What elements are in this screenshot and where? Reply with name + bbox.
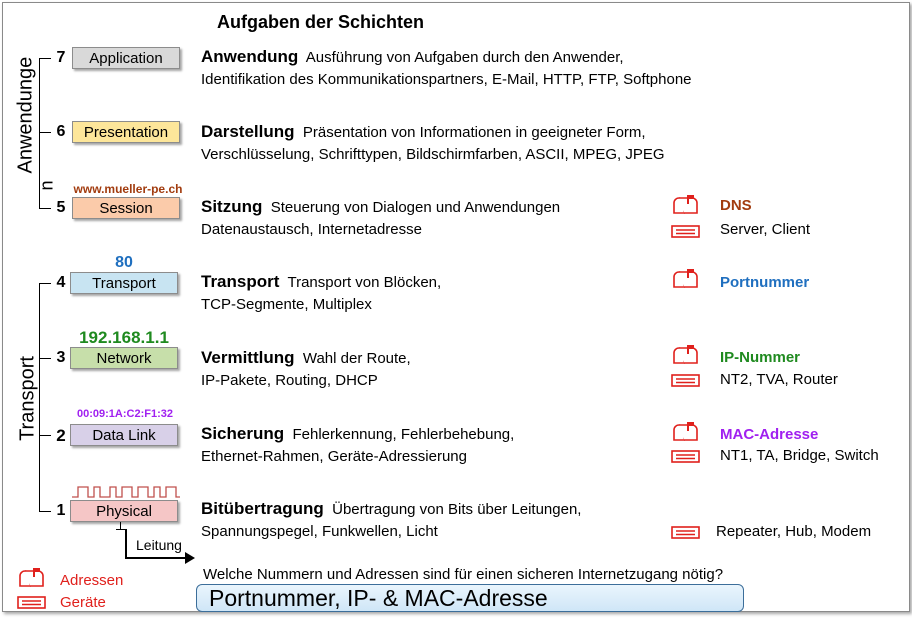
layer-2-desc-line1: Sicherung Fehlerkennung, Fehlerbehebung, <box>201 424 514 444</box>
right-devices-phys: Repeater, Hub, Modem <box>716 523 872 540</box>
diagram-title: Aufgaben der Schichten <box>217 12 425 32</box>
address-datalink: 00:09:1A:C2:F1:32 <box>77 408 173 420</box>
layer-6-desc2: Verschlüsselung, Schrifttypen, Bildschir… <box>201 146 665 163</box>
layer-box-transport: Transport <box>70 272 178 294</box>
layer-7-heading: Anwendung <box>201 47 299 66</box>
layer-6-desc-line1: Darstellung Präsentation von Information… <box>201 122 646 142</box>
question-text: Welche Nummern und Adressen sind für ein… <box>203 566 724 583</box>
bracket-top-tick-6 <box>39 132 51 133</box>
group-label-anwendung: Anwendunge <box>14 56 37 174</box>
bracket-bottom-tick-2 <box>39 435 51 436</box>
device-icon <box>671 225 700 238</box>
mailbox-icon <box>673 422 698 441</box>
layer-7-desc1: Ausführung von Aufgaben durch den Anwend… <box>305 49 624 66</box>
answer-box: Portnummer, IP- & MAC-Adresse <box>196 584 744 612</box>
right-label-dns: DNS <box>720 197 752 214</box>
bracket-bottom-tick-4 <box>39 283 51 284</box>
right-label-ip: IP-Nummer <box>720 349 801 366</box>
layer-2-heading: Sicherung <box>201 424 285 443</box>
signal-wave-icon <box>72 486 180 498</box>
layer-7-desc-line1: Anwendung Ausführung von Aufgaben durch … <box>201 47 624 67</box>
leitung-label: Leitung <box>136 537 182 553</box>
leitung-stub <box>120 522 121 529</box>
address-network: 192.168.1.1 <box>79 328 169 347</box>
bracket-bottom-vertical <box>39 283 40 512</box>
layer-number-5: 5 <box>56 199 66 216</box>
layer-number-1: 1 <box>56 502 66 519</box>
layer-3-heading: Vermittlung <box>201 348 295 367</box>
layer-2-desc1: Fehlerkennung, Fehlerbehebung, <box>292 426 515 443</box>
mailbox-icon <box>673 345 698 364</box>
layer-6-desc1: Präsentation von Informationen in geeign… <box>302 124 646 141</box>
legend-device-icon <box>17 596 46 609</box>
right-label-mac: MAC-Adresse <box>720 426 819 443</box>
bracket-top-tick-5 <box>39 208 51 209</box>
layer-box-application: Application <box>72 47 180 69</box>
layer-1-desc1: Übertragung von Bits über Leitungen, <box>332 501 582 518</box>
layer-1-heading: Bitübertragung <box>201 499 324 518</box>
bracket-bottom-tick-3 <box>39 358 51 359</box>
layer-box-physical: Physical <box>70 500 178 522</box>
layer-4-desc1: Transport von Blöcken, <box>287 274 442 291</box>
layer-box-datalink: Data Link <box>70 424 178 446</box>
layer-6-heading: Darstellung <box>201 122 295 141</box>
layer-7-desc2: Identifikation des Kommunikationspartner… <box>201 71 692 88</box>
mailbox-icon <box>673 195 698 214</box>
right-devices-mac: NT1, TA, Bridge, Switch <box>720 447 879 464</box>
device-icon <box>671 526 700 539</box>
legend-mailbox-icon <box>19 568 44 587</box>
leitung-arrow-icon <box>185 552 195 564</box>
device-icon <box>671 374 700 387</box>
leitung-vertical <box>125 529 127 559</box>
bracket-bottom-tick-1 <box>39 511 51 512</box>
layer-5-desc2: Datenaustausch, Internetadresse <box>201 221 422 238</box>
right-label-port: Portnummer <box>720 274 810 291</box>
layer-1-desc2: Spannungspegel, Funkwellen, Licht <box>201 523 438 540</box>
address-session: www.mueller-pe.ch <box>73 182 183 196</box>
layer-box-presentation: Presentation <box>72 121 180 143</box>
right-devices-dns: Server, Client <box>720 221 811 238</box>
device-icon <box>671 450 700 463</box>
leitung-horizontal <box>125 557 187 559</box>
layer-3-desc1: Wahl der Route, <box>302 350 411 367</box>
layer-1-desc-line1: Bitübertragung Übertragung von Bits über… <box>201 499 581 519</box>
mailbox-icon <box>673 269 698 288</box>
right-devices-ip: NT2, TVA, Router <box>720 371 838 388</box>
layer-box-session: Session <box>72 197 180 219</box>
address-transport: 80 <box>115 254 133 271</box>
layer-number-7: 7 <box>56 49 66 66</box>
bracket-top-vertical <box>39 58 40 209</box>
layer-4-heading: Transport <box>201 272 280 291</box>
layer-5-desc-line1: Sitzung Steuerung von Dialogen und Anwen… <box>201 197 560 217</box>
layer-box-network: Network <box>70 347 178 369</box>
layer-number-4: 4 <box>56 274 66 291</box>
layer-number-6: 6 <box>56 123 66 140</box>
layer-number-3: 3 <box>56 349 66 366</box>
leitung-stub-cap <box>116 529 125 530</box>
layer-5-heading: Sitzung <box>201 197 263 216</box>
layer-4-desc-line1: Transport Transport von Blöcken, <box>201 272 441 292</box>
group-label-transport: Transport <box>16 356 39 441</box>
legend-addresses-label: Adressen <box>60 572 124 589</box>
layer-4-desc2: TCP-Segmente, Multiplex <box>201 296 372 313</box>
layer-5-desc1: Steuerung von Dialogen und Anwendungen <box>270 199 561 216</box>
layer-2-desc2: Ethernet-Rahmen, Geräte-Adressierung <box>201 448 467 465</box>
bracket-top-tick-7 <box>39 58 51 59</box>
layer-3-desc2: IP-Pakete, Routing, DHCP <box>201 372 378 389</box>
layer-number-2: 2 <box>56 426 66 445</box>
layer-3-desc-line1: Vermittlung Wahl der Route, <box>201 348 411 368</box>
legend-devices-label: Geräte <box>60 594 106 611</box>
